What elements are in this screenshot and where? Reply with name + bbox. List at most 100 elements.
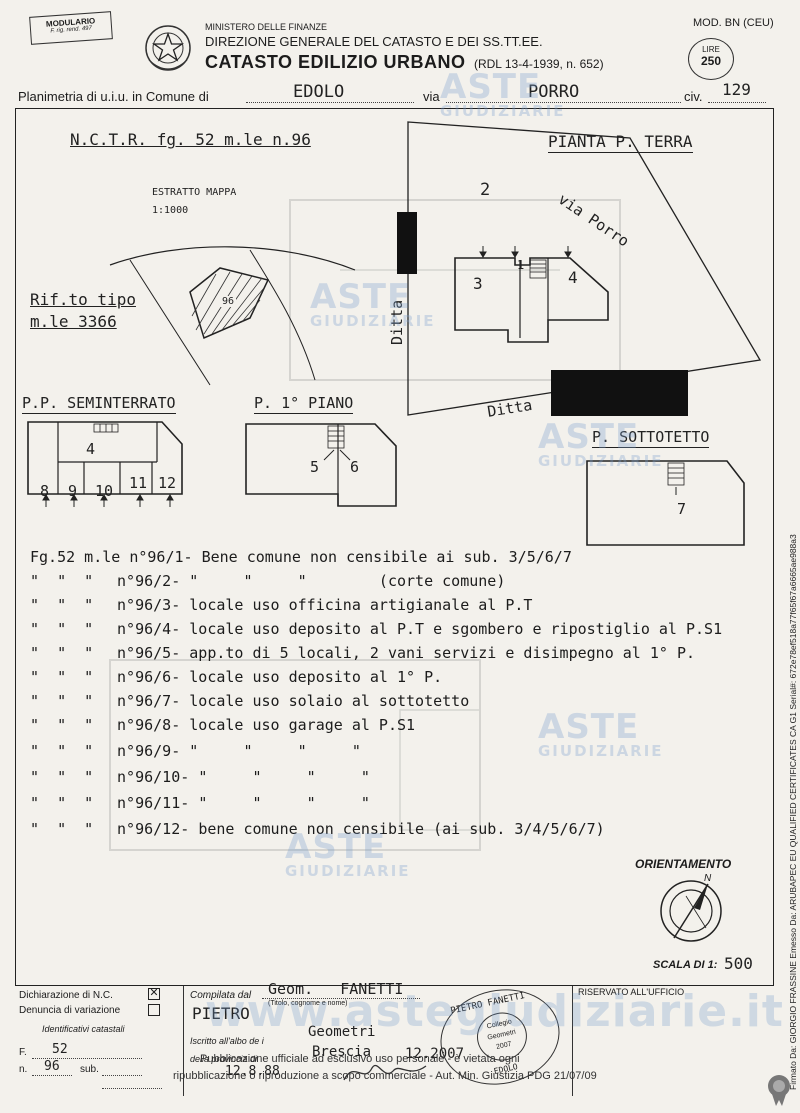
title-name-hint: (Titolo, cognome e nome)	[268, 1000, 348, 1007]
estratto-mappa-title: ESTRATTO MAPPA	[152, 187, 237, 198]
legend-row: " " " n°96/8- locale uso garage al P.S1	[30, 716, 416, 734]
scale-value: 500	[724, 954, 753, 973]
title-text: CATASTO EDILIZIO URBANO	[205, 52, 466, 72]
lire-badge: LIRE 250	[688, 38, 734, 80]
primo-piano-drawing	[245, 423, 397, 507]
basement-unit-4: 4	[86, 440, 96, 458]
legend-row: " " " n°96/9- " " " "	[30, 742, 361, 760]
signature	[343, 1065, 427, 1081]
parcel-number: 96	[220, 296, 237, 307]
divider-2	[572, 986, 573, 1096]
legend-row: " " " n°96/5- app.to di 5 locali, 2 vani…	[30, 644, 696, 662]
publication-notice-1: Pubblicazione ufficiale ad esclusivo uso…	[200, 1053, 520, 1065]
sub-label: sub.	[80, 1064, 99, 1075]
variation-label: Denuncia di variazione	[19, 1005, 121, 1016]
legend-row: " " " n°96/4- locale uso deposito al P.T…	[30, 620, 723, 638]
plan-sheet	[15, 108, 774, 986]
parcel-n-value: 96	[44, 1059, 60, 1074]
ground-unit-4: 4	[568, 268, 578, 287]
watermark-site: www.astegiudiziarie.it	[205, 986, 784, 1037]
basement-unit-12: 12	[158, 474, 177, 492]
publication-notice-2: ripubblicazione o riproduzione a scopo c…	[173, 1070, 597, 1082]
legend-row: " " " n°96/2- " " " (corte comune)	[30, 572, 506, 590]
variation-checkbox[interactable]	[148, 1004, 160, 1016]
law-reference: (RDL 13-4-1939, n. 652)	[473, 57, 604, 71]
digital-signature-text: Firmato Da: GIORGIO FRASSINE Emesso Da: …	[788, 534, 798, 1090]
legend-row: " " " n°96/6- locale uso deposito al 1° …	[30, 668, 443, 686]
lire-value: 250	[700, 54, 722, 68]
first-floor-unit-5: 5	[310, 458, 320, 476]
ministry-name: MINISTERO DELLE FINANZE	[205, 22, 328, 32]
province-value: Brescia	[312, 1044, 372, 1060]
ground-unit-3: 3	[473, 274, 483, 293]
via-value: PORRO	[528, 82, 580, 102]
registered-label: Iscritto all'albo de i	[190, 1036, 264, 1046]
seminterrato-drawing	[27, 421, 183, 507]
legend-row: " " " n°96/3- locale uso officina artigi…	[30, 596, 533, 614]
court-number: 2	[480, 180, 491, 200]
declaration-nc-label: Dichiarazione di N.C.	[19, 990, 113, 1001]
registration-number: 12.2007	[405, 1046, 465, 1062]
registered-value: Geometri	[308, 1024, 376, 1040]
civ-value: 129	[722, 80, 751, 99]
sheet-f-label: F.	[19, 1047, 27, 1058]
direction-name: DIREZIONE GENERALE DEL CATASTO E DEI SS.…	[205, 34, 543, 49]
map-extract-drawing	[109, 246, 356, 386]
legend-row: " " " n°96/11- " " " "	[30, 794, 370, 812]
declaration-nc-checkbox[interactable]: ✕	[148, 987, 160, 1000]
province-label: della provincia di	[190, 1054, 258, 1064]
parcel-n-label: n.	[19, 1064, 28, 1075]
lire-label: LIRE	[702, 45, 720, 54]
ground-unit-1: 1	[517, 258, 525, 272]
ground-floor-drawing	[407, 121, 762, 416]
basement-unit-11: 11	[129, 474, 148, 492]
sheet-f-value: 52	[52, 1042, 68, 1057]
modulario-stamp: MODULARIO F. rig. rend. 497	[29, 11, 113, 45]
legend-row: Fg.52 m.le n°96/1- Bene comune non censi…	[30, 548, 572, 566]
address-prefix: Planimetria di u.i.u. in Comune di	[18, 89, 209, 104]
redaction-horizontal	[551, 370, 688, 416]
divider-1	[183, 986, 184, 1096]
north-label: N	[704, 873, 712, 884]
rif-tipo-label: Rif.to tipo	[30, 290, 136, 309]
via-label: via	[423, 89, 440, 104]
civ-label: civ.	[684, 89, 703, 104]
mle-label: m.le 3366	[30, 312, 117, 331]
legend-row: " " " n°96/12- bene comune non censibile…	[30, 820, 605, 838]
ghost-plan-drawing	[109, 199, 621, 851]
model-code: MOD. BN (CEU)	[693, 17, 774, 29]
document-title: CATASTO EDILIZIO URBANO (RDL 13-4-1939, …	[205, 52, 604, 73]
basement-unit-8: 8	[40, 482, 50, 500]
compiled-by-label: Compilata dal	[190, 990, 252, 1001]
attic-unit-7: 7	[677, 500, 687, 518]
seminterrato-title: P.P. SEMINTERRATO	[22, 394, 176, 414]
address-line: Planimetria di u.i.u. in Comune di EDOLO…	[18, 80, 768, 106]
compiler-first-name: PIETRO	[192, 1004, 250, 1023]
scale-label: SCALA DI 1:	[653, 959, 718, 971]
legend-row: " " " n°96/10- " " " "	[30, 768, 370, 786]
orientation-label: ORIENTAMENTO	[635, 857, 732, 871]
basement-unit-9: 9	[68, 482, 78, 500]
primo-piano-title: P. 1° PIANO	[254, 394, 354, 414]
subunit-legend: Fg.52 m.le n°96/1- Bene comune non censi…	[0, 548, 790, 848]
basement-unit-10: 10	[95, 482, 114, 500]
compass-icon	[660, 880, 722, 942]
nctr-reference: N.C.T.R. fg. 52 m.le n.96	[70, 130, 311, 149]
sottotetto-drawing	[586, 460, 745, 546]
redaction-vertical	[397, 212, 417, 274]
office-reserved-label: RISERVATO ALL'UFFICIO	[578, 987, 685, 997]
pianta-terra-title: PIANTA P. TERRA	[548, 132, 693, 153]
comune-value: EDOLO	[293, 82, 345, 102]
compilation-date: 12.8.88	[225, 1064, 280, 1079]
compiled-by-name: Geom. FANETTI	[268, 980, 404, 998]
legend-row: " " " n°96/7- locale uso solaio al sotto…	[30, 692, 470, 710]
seal-icon	[768, 1075, 790, 1106]
sottotetto-title: P. SOTTOTETTO	[592, 428, 710, 448]
cadastral-ids-title: Identificativi catastali	[42, 1024, 125, 1034]
estratto-mappa-scale: 1:1000	[152, 205, 189, 216]
